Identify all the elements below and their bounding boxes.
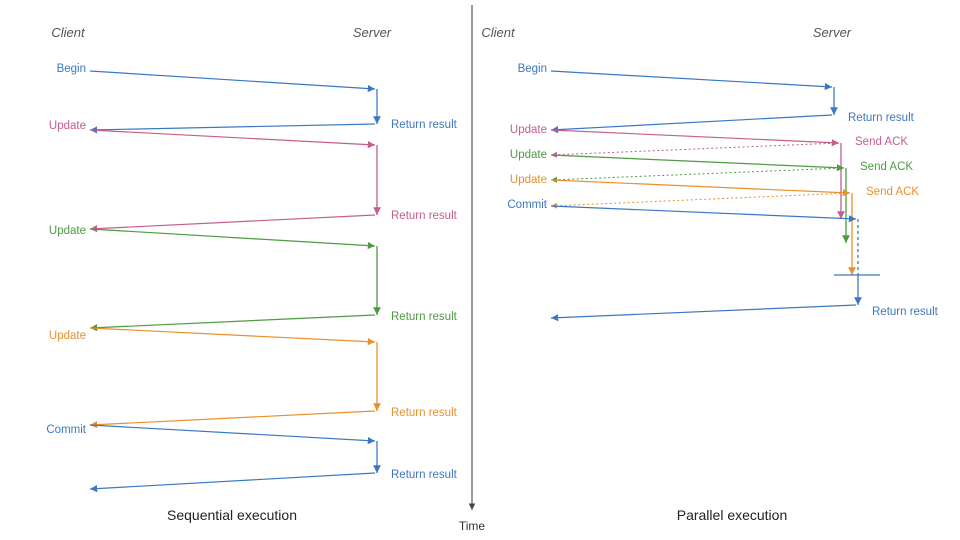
- message-arrow-to-server: [89, 70, 376, 93]
- message-label: Update: [49, 330, 86, 342]
- message-arrow-to-client: [89, 314, 376, 332]
- message-arrow-to-server: [89, 129, 376, 149]
- client-lane-header: Client: [51, 25, 86, 40]
- message-label: Update: [510, 149, 547, 161]
- message-arrow-to-client: [550, 114, 833, 134]
- message-arrow-to-client: [89, 410, 376, 429]
- server-lane-header: Server: [353, 25, 392, 40]
- message-label: Commit: [46, 424, 86, 436]
- message-arrow-to-client: [550, 142, 840, 158]
- message-arrow-to-client: [550, 304, 857, 322]
- panel-caption: Parallel execution: [677, 507, 788, 523]
- message-label: Send ACK: [855, 136, 908, 148]
- message-arrow-to-client: [89, 123, 376, 134]
- panel-caption: Sequential execution: [167, 507, 297, 523]
- message-arrow-to-server: [550, 154, 845, 172]
- message-label: Commit: [507, 199, 547, 211]
- message-arrow-to-server: [89, 228, 376, 250]
- message-arrow-to-server: [550, 70, 833, 91]
- message-arrow-to-server: [89, 424, 376, 445]
- message-arrow-to-server: [550, 179, 851, 197]
- message-arrow-to-client: [89, 214, 376, 233]
- message-label: Send ACK: [866, 186, 919, 198]
- server-lane-header: Server: [813, 25, 852, 40]
- message-arrow-to-server: [550, 205, 857, 223]
- message-arrow-to-server: [89, 327, 376, 346]
- message-label: Update: [510, 174, 547, 186]
- time-axis-label: Time: [459, 519, 486, 533]
- message-label: Return result: [848, 112, 915, 124]
- message-label: Return result: [391, 311, 458, 323]
- message-label: Begin: [57, 63, 86, 75]
- message-label: Begin: [518, 63, 547, 75]
- message-arrow-to-client: [550, 192, 851, 209]
- message-label: Return result: [872, 306, 939, 318]
- message-arrow-to-client: [89, 472, 376, 493]
- message-label: Send ACK: [860, 161, 913, 173]
- message-label: Return result: [391, 407, 458, 419]
- message-label: Update: [49, 225, 86, 237]
- message-arrow-to-client: [550, 167, 845, 183]
- client-lane-header: Client: [481, 25, 516, 40]
- message-label: Return result: [391, 469, 458, 481]
- message-label: Return result: [391, 210, 458, 222]
- message-label: Update: [510, 124, 547, 136]
- message-arrow-to-server: [550, 129, 840, 147]
- message-label: Return result: [391, 119, 458, 131]
- message-label: Update: [49, 120, 86, 132]
